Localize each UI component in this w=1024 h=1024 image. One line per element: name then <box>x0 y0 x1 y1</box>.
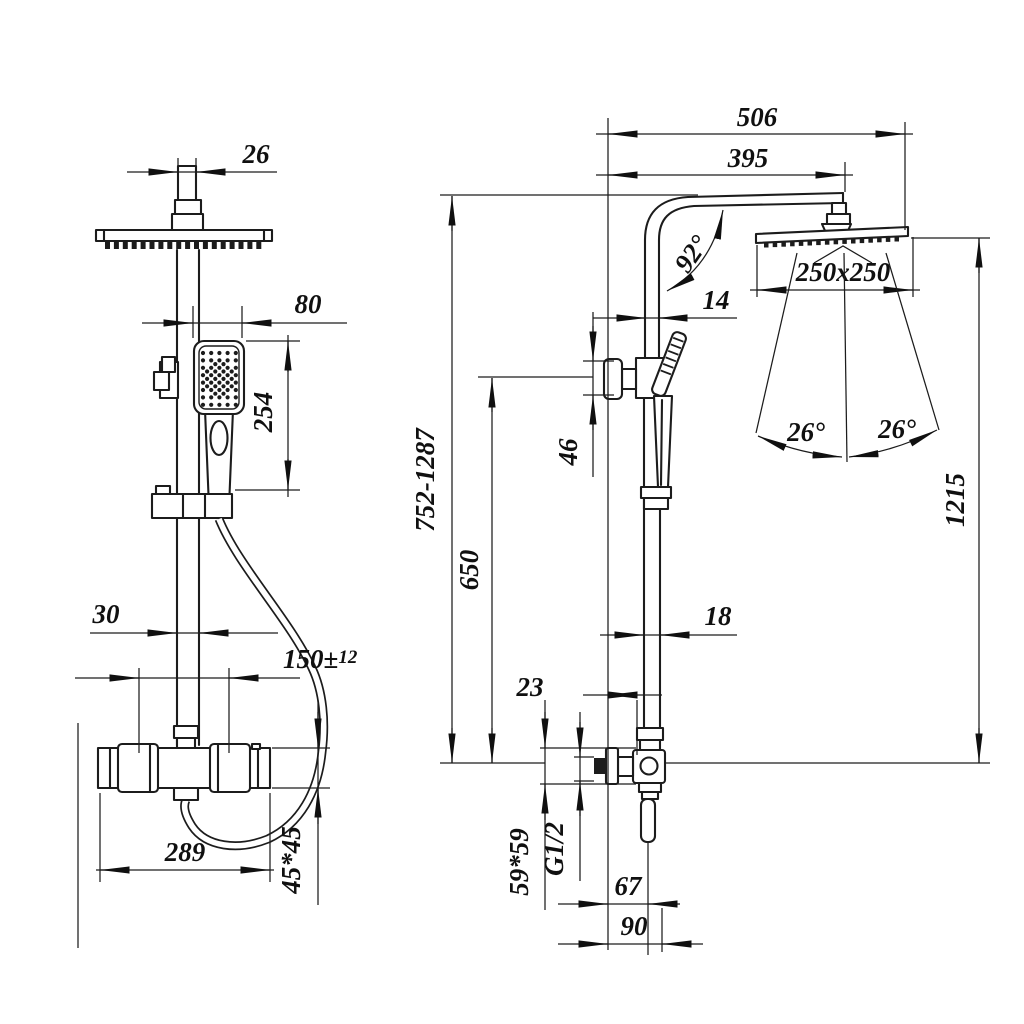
dim-escutcheon-size: 59*59 <box>504 828 534 896</box>
front-slider <box>150 484 234 520</box>
dim-arm-reach-total: 506 <box>737 102 778 132</box>
side-wall-mount <box>594 758 606 774</box>
side-valve <box>594 726 667 844</box>
dim-hand-shower-width: 80 <box>295 289 323 319</box>
front-view: 26 80 254 30 150±12 <box>75 139 358 948</box>
dim-spray-angle-right: 26° <box>877 414 916 444</box>
hand-shower-face <box>192 339 246 416</box>
front-connector-block-1 <box>173 198 203 216</box>
dim-lower-pipe-depth: 18 <box>705 601 733 631</box>
dim-outlet-offset: 67 <box>615 871 644 901</box>
side-shower-nozzles <box>764 236 899 248</box>
dim-valve-offset: 23 <box>516 672 544 702</box>
side-structure <box>594 191 910 844</box>
dim-riser-height-range: 752-1287 <box>410 427 440 532</box>
side-hand-shower-face-lines <box>660 336 684 376</box>
valve-bottom-nut <box>172 786 200 802</box>
front-shower-nozzles <box>105 241 262 249</box>
side-knob-stem <box>616 755 635 778</box>
side-head-connector <box>820 201 853 235</box>
valve-top-nut <box>172 724 200 740</box>
front-valve <box>96 724 272 802</box>
side-dimensions: 506 395 752-1287 650 92° <box>410 102 990 955</box>
dim-head-size: 250x250 <box>795 257 891 287</box>
side-valve-port <box>639 756 659 776</box>
front-dimensions: 26 80 254 30 150±12 <box>75 139 358 948</box>
dim-front-top-pipe-width: 26 <box>242 139 271 169</box>
side-overhead-shower <box>754 225 910 248</box>
front-hand-shower <box>192 339 246 509</box>
spray-cone: 26° 26° <box>755 252 940 463</box>
dim-valve-section: 45*45 <box>276 826 306 895</box>
dim-arm-reach: 395 <box>727 143 769 173</box>
dim-outlet-depth: 90 <box>621 911 649 941</box>
side-valve-body <box>631 748 667 785</box>
dim-hand-shower-length: 254 <box>248 392 278 434</box>
front-connector-block-2 <box>170 212 205 232</box>
side-outlet-spout <box>639 797 657 844</box>
front-structure <box>94 164 329 851</box>
dim-pipe-width: 30 <box>92 599 121 629</box>
dim-arm-angle: 92° <box>668 230 714 278</box>
hand-shower-button <box>209 419 229 457</box>
hand-shower-handle <box>203 408 235 509</box>
dim-inlet-spacing: 150±12 <box>283 644 358 674</box>
valve-button <box>250 742 262 751</box>
front-bracket <box>152 355 180 400</box>
dim-spray-angle-left: 26° <box>786 417 825 447</box>
hand-shower-nozzle-dots <box>200 350 238 407</box>
side-hose-nut <box>639 485 673 500</box>
dim-holder-depth: 46 <box>553 438 583 467</box>
dim-head-height: 1215 <box>940 473 970 527</box>
valve-left-knob <box>116 742 160 794</box>
front-hose <box>180 517 329 851</box>
dim-valve-width: 289 <box>164 837 206 867</box>
dim-holder-height: 650 <box>454 549 484 590</box>
dim-upper-pipe-depth: 14 <box>703 285 730 315</box>
front-overhead-shower <box>94 228 274 249</box>
dim-thread-size: G1/2 <box>539 822 569 876</box>
valve-right-knob <box>208 742 252 794</box>
side-hand-shower <box>639 331 687 511</box>
side-view: 506 395 752-1287 650 92° <box>410 102 990 955</box>
